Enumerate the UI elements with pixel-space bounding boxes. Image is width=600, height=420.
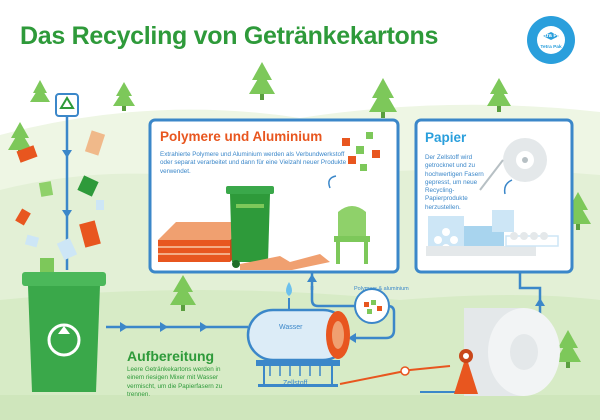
badge-brand: Tetra Pak [538,33,564,39]
aufbereitung-text: Leere Getränkekartons werden in einem ri… [127,366,223,398]
pallet-icon [158,222,248,262]
polymers-aluminium-node [354,288,390,324]
zellstoff-label: Zellstoff [283,380,308,387]
bin-icon [22,272,106,392]
papier-title: Papier [425,130,467,145]
paper-roll-icon [454,308,560,396]
aufbereitung-title: Aufbereitung [127,348,215,364]
polymer-pieces [342,132,380,171]
recycle-icon [55,93,79,117]
bin-icon [226,186,274,268]
wasser-label: Wasser [279,324,303,331]
chair-icon [334,206,370,264]
polymere-text: Extrahierte Polymere und Aluminium werde… [160,151,347,175]
cartons [15,130,106,272]
polymere-title: Polymere und Aluminium [160,129,323,144]
page-title: Das Recycling von Getränkekartons [20,22,439,50]
tetra-pak-badge: Tetra Pak [527,16,575,64]
mixer-tank-icon [246,308,350,387]
water-drop-icon [286,282,292,296]
paper-roll-icon [479,138,547,191]
paper-machine [426,210,559,256]
svg-text:Tetra Pak: Tetra Pak [540,44,562,50]
polymers-label: Polymers & aluminium [354,286,409,292]
tree-icon [8,62,591,368]
papier-text: Der Zellstoff wird getrocknet und zu hoc… [425,154,484,211]
